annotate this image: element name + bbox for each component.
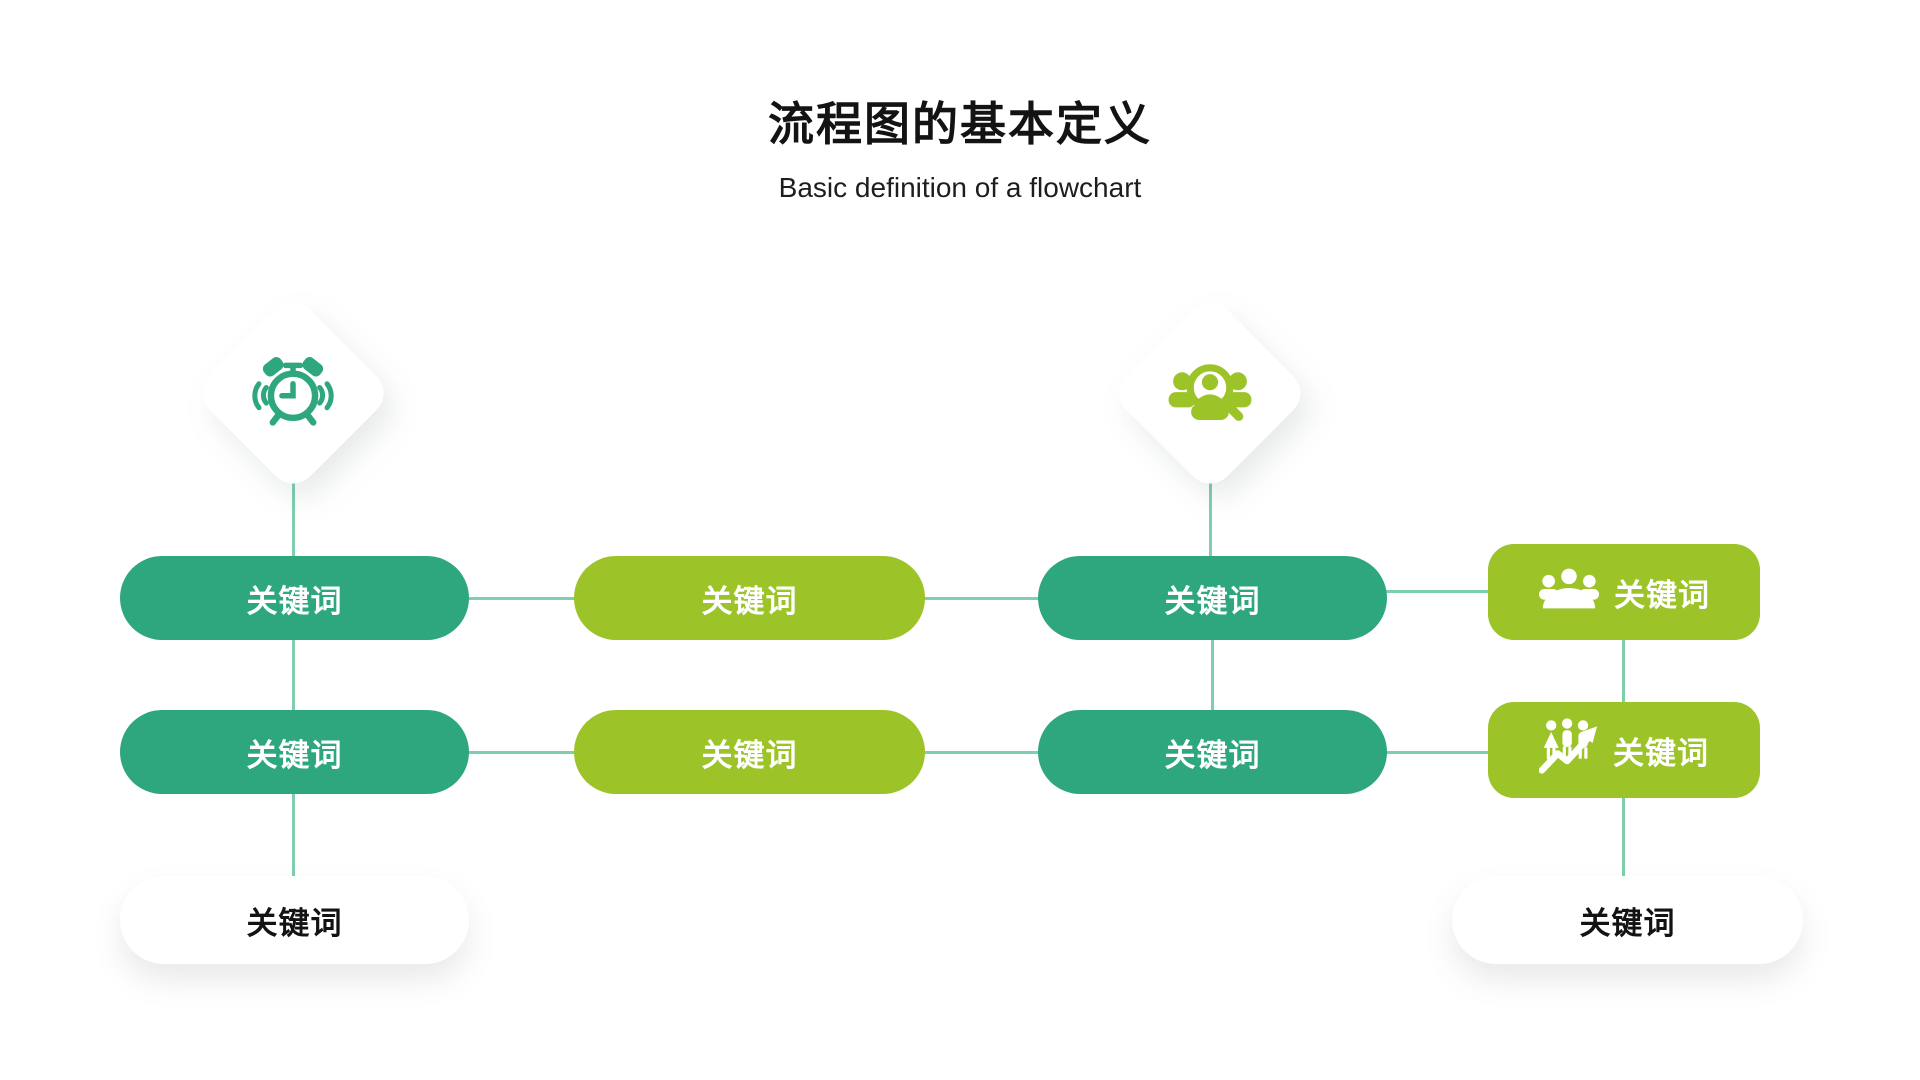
connector-line xyxy=(292,788,295,880)
pill-label: 关键词 xyxy=(701,583,798,619)
keyword-pill-r1c3: 关键词 xyxy=(1038,556,1387,640)
keyword-pill-r1c4: 关键词 xyxy=(1488,544,1760,640)
connector-line xyxy=(465,751,579,754)
pill-label: 关键词 xyxy=(246,583,343,619)
keyword-pill-r1c1: 关键词 xyxy=(120,556,469,640)
connector-line xyxy=(1209,455,1212,565)
connector-line xyxy=(465,597,579,600)
pill-label: 关键词 xyxy=(1579,905,1676,941)
diamond-badge-audience xyxy=(1109,292,1311,494)
pill-label: 关键词 xyxy=(1614,577,1710,613)
people-search-icon xyxy=(1162,348,1258,438)
page-title: 流程图的基本定义 xyxy=(768,98,1152,150)
keyword-pill-r3c2: 关键词 xyxy=(1452,876,1803,964)
keyword-pill-r2c1: 关键词 xyxy=(120,710,469,794)
pill-label: 关键词 xyxy=(1164,737,1261,773)
connector-line xyxy=(1211,634,1214,716)
diamond-shape xyxy=(192,292,394,494)
pill-label: 关键词 xyxy=(246,905,343,941)
keyword-pill-r2c3: 关键词 xyxy=(1038,710,1387,794)
keyword-pill-r1c2: 关键词 xyxy=(574,556,925,640)
alarm-clock-icon xyxy=(245,347,341,439)
connector-line xyxy=(920,597,1044,600)
pill-label: 关键词 xyxy=(1164,583,1261,619)
connector-line xyxy=(1622,792,1625,880)
meeting-icon xyxy=(1538,566,1600,618)
keyword-pill-r3c1: 关键词 xyxy=(120,876,469,964)
pill-label: 关键词 xyxy=(701,737,798,773)
connector-line xyxy=(292,634,295,716)
connector-line xyxy=(1380,590,1494,593)
people-growth-icon xyxy=(1538,717,1599,783)
pill-label: 关键词 xyxy=(1613,735,1709,771)
diamond-shape xyxy=(1109,292,1311,494)
connector-line xyxy=(1622,634,1625,708)
connector-line xyxy=(292,455,295,565)
keyword-pill-r2c4: 关键词 xyxy=(1488,702,1760,798)
connector-line xyxy=(1380,751,1494,754)
diamond-badge-time xyxy=(192,292,394,494)
connector-line xyxy=(920,751,1044,754)
keyword-pill-r2c2: 关键词 xyxy=(574,710,925,794)
pill-label: 关键词 xyxy=(246,737,343,773)
page-subtitle: Basic definition of a flowchart xyxy=(778,172,1142,203)
